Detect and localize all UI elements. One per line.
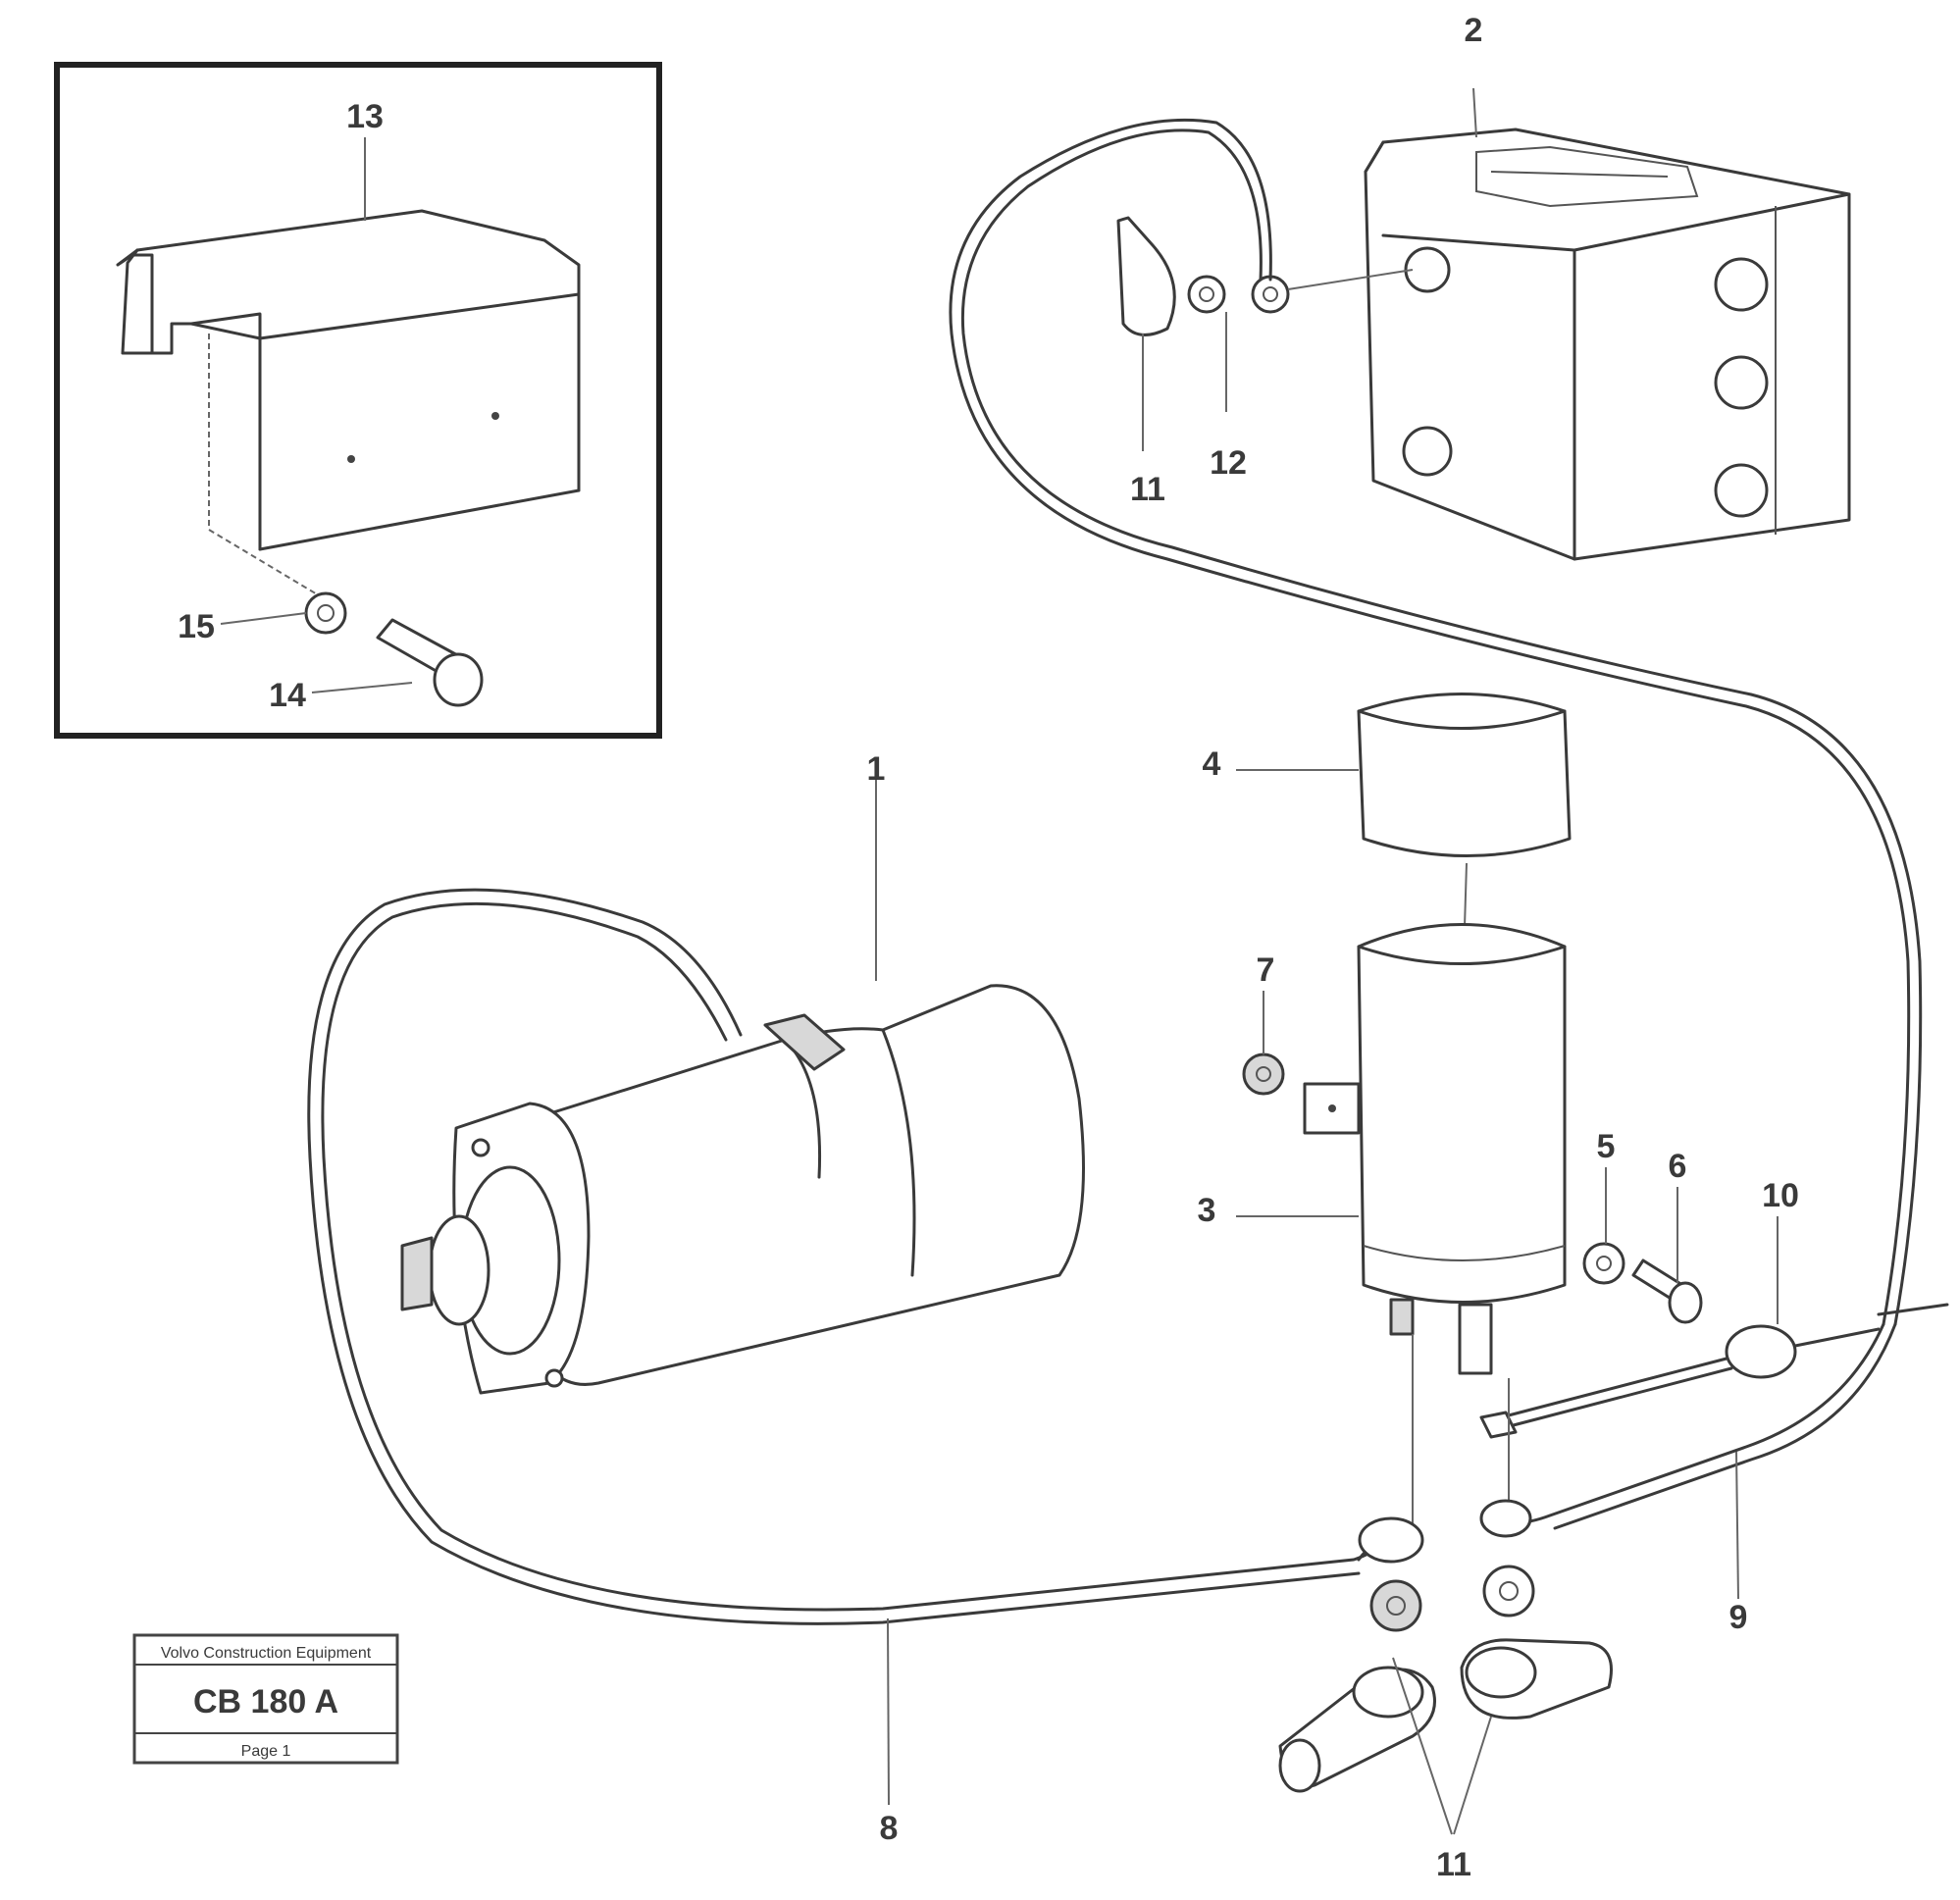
callout-5: 5 xyxy=(1597,1128,1616,1165)
component-2-relay-block xyxy=(1364,128,1851,561)
callout-13: 13 xyxy=(346,98,384,135)
callout-14: 14 xyxy=(269,677,306,714)
callout-15: 15 xyxy=(178,608,215,645)
callout-1: 1 xyxy=(867,750,886,788)
callout-11-bottom: 11 xyxy=(1436,1846,1471,1883)
callout-2: 2 xyxy=(1465,12,1483,49)
component-1-starter-motor xyxy=(307,775,1395,1806)
callout-10: 10 xyxy=(1762,1177,1799,1214)
reference-stamp: Volvo Construction Equipment CB 180 A Pa… xyxy=(132,1633,399,1765)
callout-11-top: 11 xyxy=(1130,471,1165,508)
callout-12: 12 xyxy=(1210,444,1247,482)
callouts: 13 15 14 2 11 12 1 4 7 3 5 6 10 9 8 11 xyxy=(178,12,1799,1883)
callout-8: 8 xyxy=(880,1810,899,1847)
callout-6: 6 xyxy=(1669,1148,1687,1185)
component-10-connector xyxy=(1479,1216,1881,1439)
component-4-cap xyxy=(1236,693,1572,928)
callout-3: 3 xyxy=(1198,1192,1216,1229)
callout-4: 4 xyxy=(1203,745,1221,783)
component-3-solenoid xyxy=(1236,923,1567,1530)
stamp-company: Volvo Construction Equipment xyxy=(161,1645,372,1662)
stamp-footer: Page 1 xyxy=(241,1743,291,1760)
callout-7: 7 xyxy=(1257,951,1275,989)
callout-9: 9 xyxy=(1729,1599,1748,1636)
terminal-parts-11-12 xyxy=(1116,87,1477,451)
inset-bracket-detail xyxy=(54,62,662,739)
fasteners-5-6-7 xyxy=(1242,991,1703,1324)
stamp-code: CB 180 A xyxy=(193,1683,338,1720)
terminal-stack xyxy=(1278,1499,1613,1835)
cable-9 xyxy=(949,118,1949,1600)
